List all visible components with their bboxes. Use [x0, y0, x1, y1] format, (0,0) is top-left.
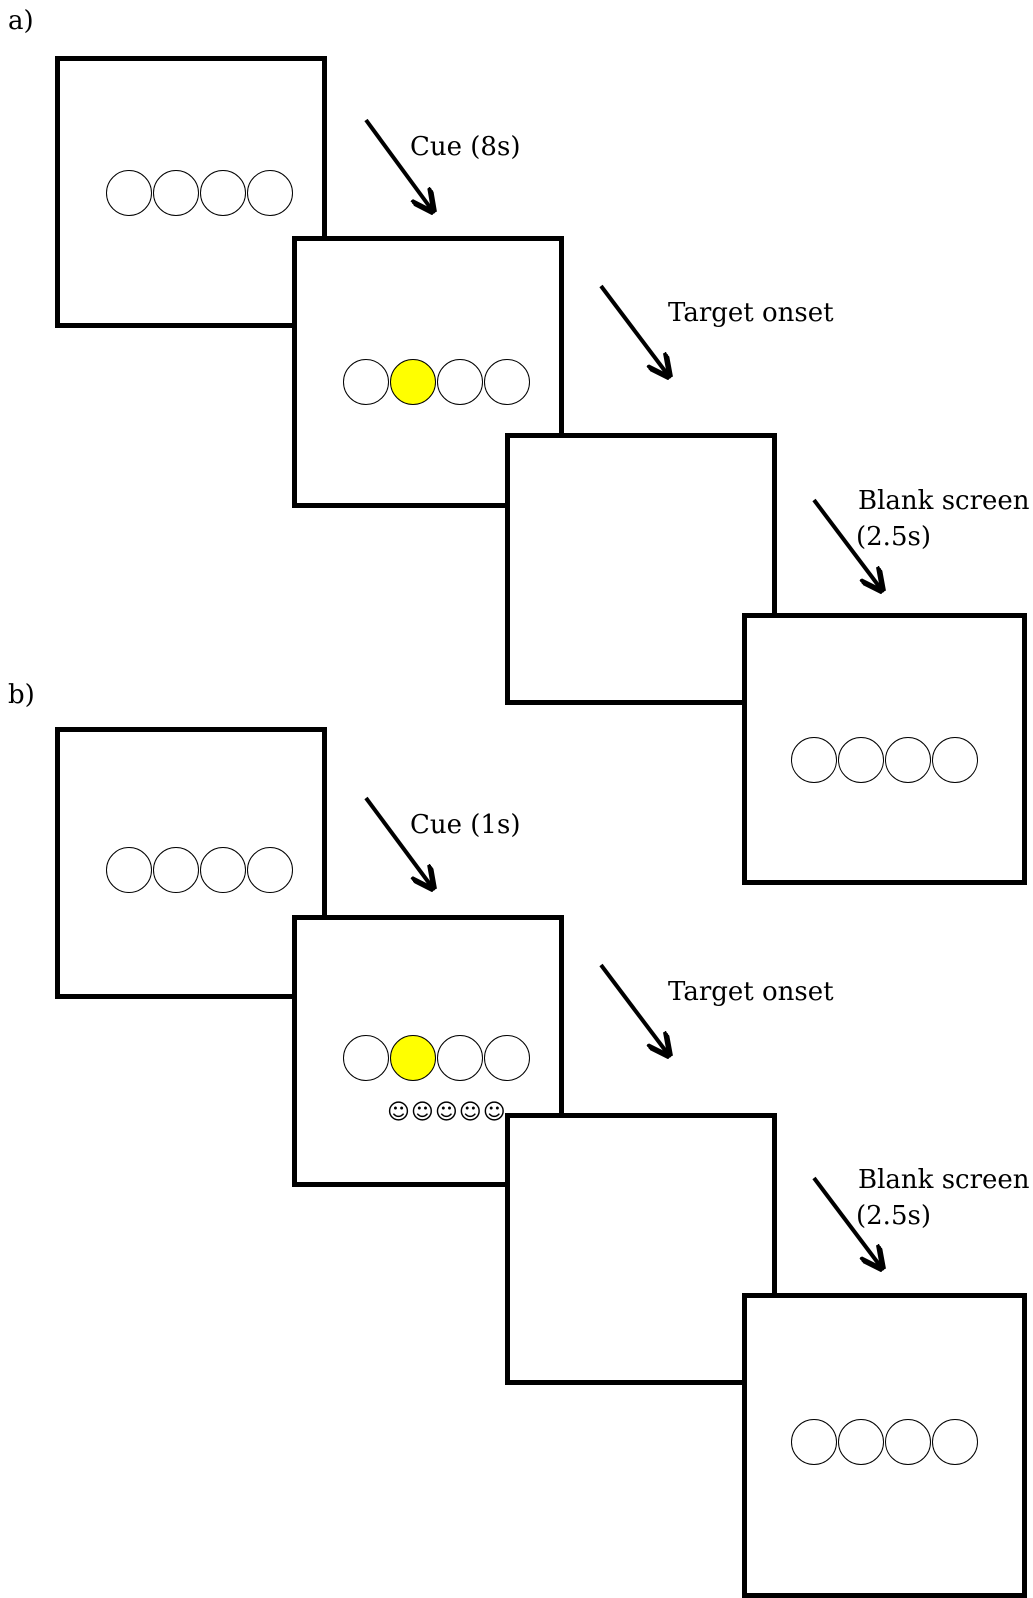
- circle: [153, 170, 199, 216]
- panel-a-screen-blank: [505, 433, 777, 705]
- circle-row: [343, 1035, 531, 1081]
- arrow-icon: [812, 1176, 881, 1267]
- arrow-icon: [599, 284, 668, 375]
- arrow-icon: [812, 498, 881, 589]
- circle: [437, 359, 483, 405]
- circle: [791, 1419, 837, 1465]
- arrow-icon: [364, 118, 432, 210]
- circle: [484, 359, 530, 405]
- smiley-feedback: ☺☺☺☺☺: [387, 1100, 507, 1125]
- panel-b-screen-fixation: [55, 727, 327, 999]
- panel-a-blank-caption-line2: (2.5s): [856, 522, 931, 552]
- panel-b-blank-caption-line2: (2.5s): [856, 1201, 931, 1231]
- panel-a-target-caption: Target onset: [668, 298, 834, 328]
- panel-a-screen-return: [742, 613, 1027, 885]
- circle: [791, 737, 837, 783]
- circle: [484, 1035, 530, 1081]
- circle: [247, 847, 293, 893]
- panel-b-screen-blank: [505, 1113, 777, 1385]
- panel-a-screen-fixation: [55, 56, 327, 328]
- circle: [200, 847, 246, 893]
- circle-row: [106, 170, 294, 216]
- panel-a-blank-caption-line1: Blank screen: [858, 486, 1030, 516]
- circle: [885, 1419, 931, 1465]
- circle: [106, 847, 152, 893]
- circle: [885, 737, 931, 783]
- panel-a-cue-caption: Cue (8s): [410, 132, 521, 162]
- panel-b-target-caption: Target onset: [668, 977, 834, 1007]
- arrow-icon: [364, 796, 432, 887]
- circle: [200, 170, 246, 216]
- circle: [932, 1419, 978, 1465]
- panel-b-blank-caption-line1: Blank screen: [858, 1165, 1030, 1195]
- circle: [106, 170, 152, 216]
- circle-row: [791, 1419, 979, 1465]
- circle: [343, 1035, 389, 1081]
- circle: [838, 1419, 884, 1465]
- panel-b-cue-caption: Cue (1s): [410, 810, 521, 840]
- panel-b-label: b): [8, 680, 35, 710]
- panel-a-label: a): [8, 6, 34, 36]
- circle-row: [791, 737, 979, 783]
- highlighted-circle: [390, 359, 436, 405]
- circle: [437, 1035, 483, 1081]
- circle: [343, 359, 389, 405]
- circle: [153, 847, 199, 893]
- circle-row: [106, 847, 294, 893]
- circle: [932, 737, 978, 783]
- highlighted-circle: [390, 1035, 436, 1081]
- arrow-icon: [599, 963, 668, 1054]
- circle: [838, 737, 884, 783]
- circle-row: [343, 359, 531, 405]
- circle: [247, 170, 293, 216]
